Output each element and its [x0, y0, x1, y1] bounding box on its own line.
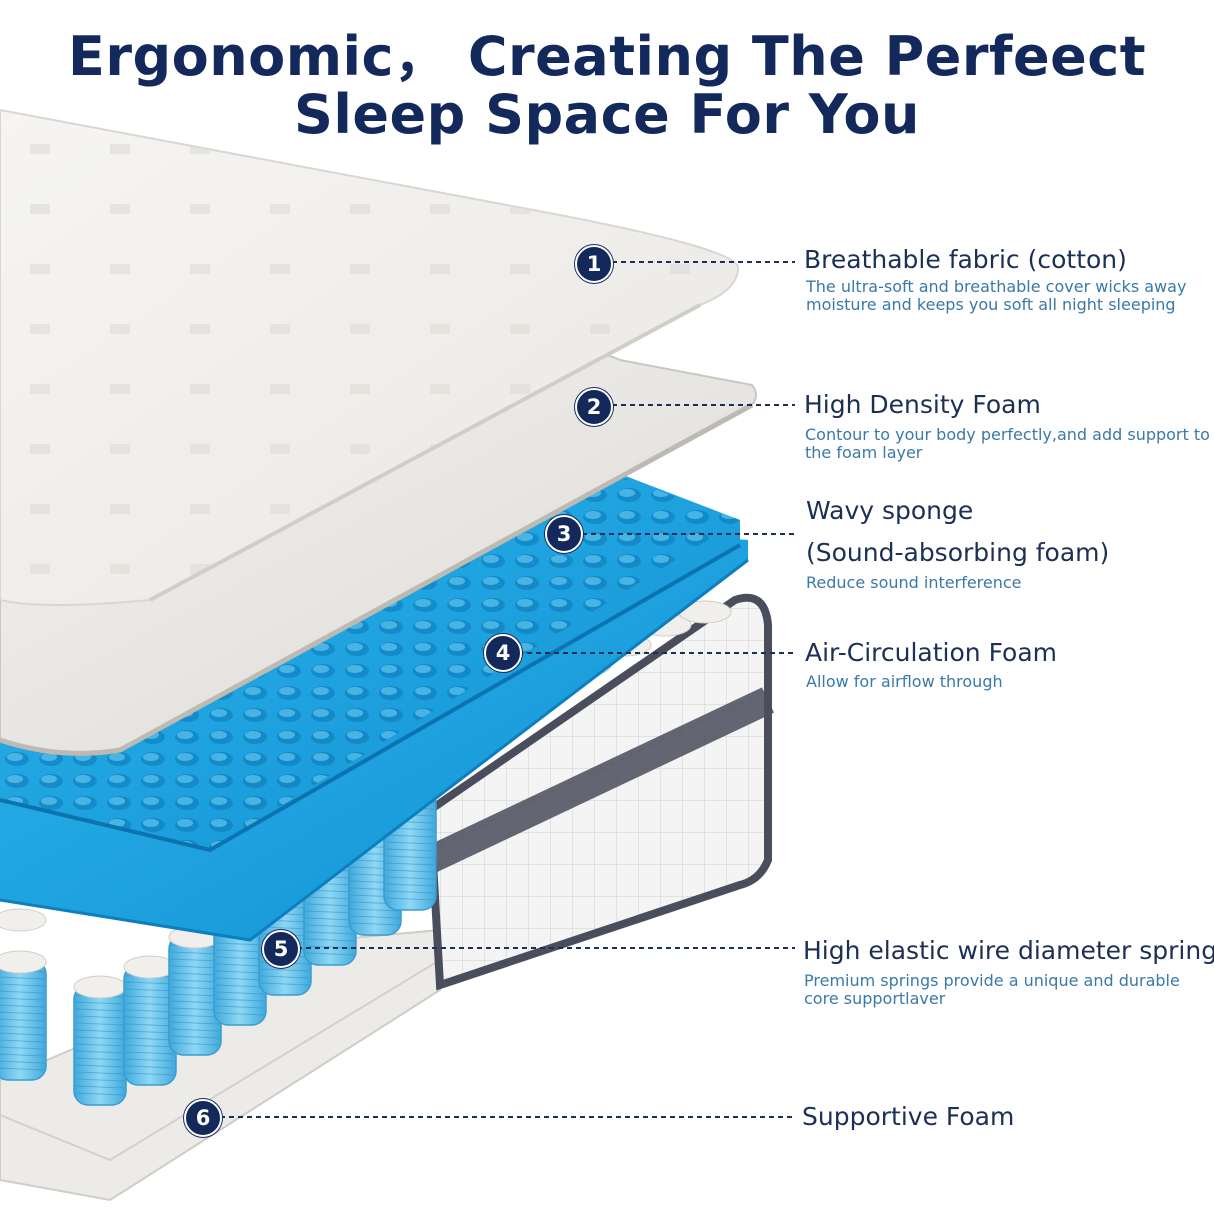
layer-number-badge: 1: [575, 245, 613, 283]
pocket-spring: [123, 955, 177, 1086]
layer-title: Wavy sponge: [806, 496, 974, 525]
layer-description: The ultra-soft and breathable cover wick…: [806, 277, 1187, 314]
layer-title: High elastic wire diameter spring: [803, 936, 1214, 965]
layer-title: Breathable fabric (cotton): [804, 245, 1127, 274]
layer-number-badge: 4: [484, 634, 522, 672]
page-title: Ergonomic， Creating The Perfeect Sleep S…: [0, 28, 1214, 144]
title-line-2: Sleep Space For You: [294, 83, 920, 146]
layer-description: Reduce sound interference: [806, 573, 1022, 592]
layer-description: Premium springs provide a unique and dur…: [804, 971, 1180, 1008]
title-line-1: Ergonomic， Creating The Perfeect: [67, 25, 1147, 88]
layer-title: Air-Circulation Foam: [805, 638, 1058, 667]
pocket-spring: [0, 950, 47, 1081]
spring-top: [0, 908, 47, 932]
pocket-spring: [168, 925, 222, 1056]
pocket-spring: [73, 975, 127, 1106]
layer-description: Contour to your body perfectly,and add s…: [805, 425, 1210, 462]
layer-title: Supportive Foam: [802, 1102, 1015, 1131]
layer-number-badge: 2: [575, 388, 613, 426]
layer-description: Allow for airflow through: [806, 672, 1003, 691]
layer-title-line-2: (Sound-absorbing foam): [806, 538, 1110, 567]
layer-number-badge: 6: [184, 1099, 222, 1137]
layer-title: High Density Foam: [804, 390, 1041, 419]
layer-number-badge: 3: [545, 515, 583, 553]
layer-number-badge: 5: [262, 930, 300, 968]
